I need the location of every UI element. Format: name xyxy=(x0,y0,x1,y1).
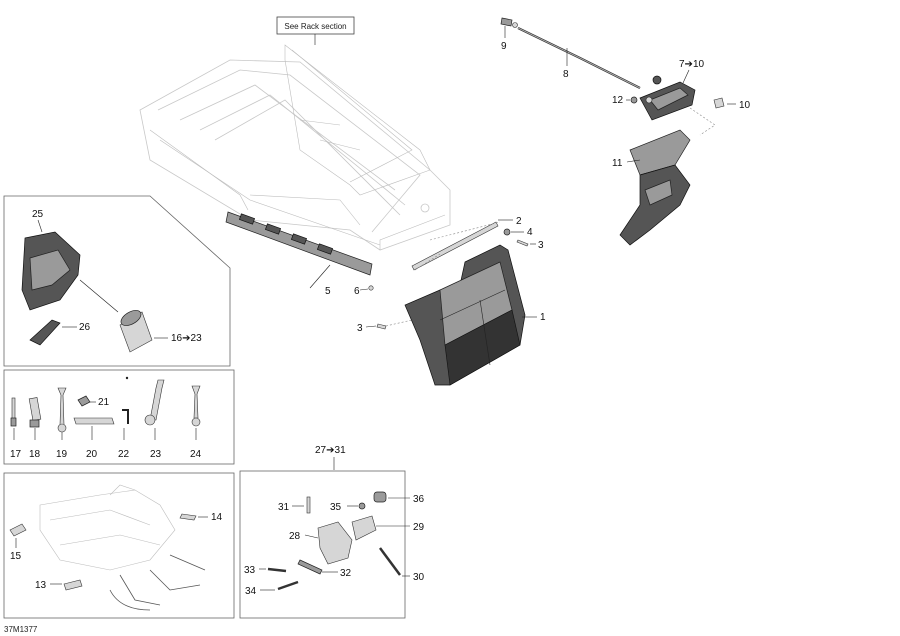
part-36-spacer xyxy=(373,491,387,503)
label-28: 28 xyxy=(289,531,301,542)
part-33-screw xyxy=(267,567,287,573)
part-9-connector xyxy=(500,17,518,28)
label-35: 35 xyxy=(330,502,342,513)
inset-hitch-bracket xyxy=(239,470,406,619)
label-7-10: 7➔10 xyxy=(679,59,705,70)
inset-tools xyxy=(3,369,235,465)
label-6: 6 xyxy=(354,286,360,297)
snowmobile-illustration xyxy=(39,484,206,611)
label-30: 30 xyxy=(413,572,425,583)
part-30-bolt xyxy=(378,547,402,576)
part-cap xyxy=(652,75,662,85)
label-29: 29 xyxy=(413,522,425,533)
part-7-10-taillight xyxy=(639,81,696,121)
inset-toolkit-case xyxy=(3,195,231,367)
label-9: 9 xyxy=(501,41,507,52)
part-22-allen-key xyxy=(122,409,129,424)
part-18-spark-plug-socket xyxy=(28,397,42,428)
part-20-hex-key-pouch xyxy=(73,417,115,425)
label-2: 2 xyxy=(516,216,522,227)
label-11: 11 xyxy=(612,158,623,169)
label-8: 8 xyxy=(563,69,569,80)
label-4: 4 xyxy=(527,227,533,238)
label-12: 12 xyxy=(612,95,624,106)
label-3-upper: 3 xyxy=(538,240,544,251)
part-6-screw xyxy=(368,285,374,291)
label-15: 15 xyxy=(10,551,22,562)
part-4-nut xyxy=(503,228,511,236)
label-27-31: 27➔31 xyxy=(315,445,346,456)
part-23-wrench-tool xyxy=(144,379,165,426)
label-19: 19 xyxy=(56,449,68,460)
part-3-screw-lower xyxy=(376,323,387,330)
label-18: 18 xyxy=(29,449,41,460)
label-33: 33 xyxy=(244,565,256,576)
label-32: 32 xyxy=(340,568,352,579)
label-14: 14 xyxy=(211,512,223,523)
part-31-pin xyxy=(306,496,311,514)
part-25-tool-pouch xyxy=(21,231,81,311)
leader-pouch-to-canister xyxy=(79,279,119,313)
label-31: 31 xyxy=(278,502,290,513)
part-5-side-plate xyxy=(225,211,373,276)
figure-code: 37M1377 xyxy=(4,625,38,634)
part-32-strap xyxy=(297,559,323,575)
part-34-screw xyxy=(277,580,299,591)
part-12-grommet xyxy=(630,96,638,104)
part-11-light-bracket xyxy=(619,129,691,246)
part-1-storage-bag xyxy=(404,244,526,386)
part-26-strap xyxy=(29,319,61,346)
part-15-reflector xyxy=(9,523,27,537)
part-21-clip xyxy=(77,395,91,407)
inset-snowmobile xyxy=(3,472,235,619)
label-10: 10 xyxy=(739,100,751,111)
part-19-wrench xyxy=(57,387,67,433)
label-25: 25 xyxy=(32,209,44,220)
part-3-screw-upper xyxy=(516,239,529,247)
part-13-decal xyxy=(63,579,83,591)
part-14-reflector xyxy=(179,513,197,521)
part-2-mounting-strip xyxy=(411,221,501,271)
label-17: 17 xyxy=(10,449,22,460)
label-1: 1 xyxy=(540,312,546,323)
label-21: 21 xyxy=(98,397,110,408)
see-rack-section-reference: See Rack section xyxy=(276,16,355,45)
label-13: 13 xyxy=(35,580,47,591)
part-17-screwdriver xyxy=(10,397,17,427)
label-26: 26 xyxy=(79,322,91,333)
part-29-bracket xyxy=(351,515,377,541)
label-16-23: 16➔23 xyxy=(171,333,202,344)
label-3-lower: 3 xyxy=(357,323,363,334)
label-5: 5 xyxy=(325,286,331,297)
part-10-bulb xyxy=(713,97,725,109)
rack-ghost-illustration xyxy=(139,44,451,251)
label-23: 23 xyxy=(150,449,162,460)
label-20: 20 xyxy=(86,449,98,460)
part-28-plate xyxy=(317,521,353,565)
label-24: 24 xyxy=(190,449,202,460)
label-34: 34 xyxy=(245,586,257,597)
label-36: 36 xyxy=(413,494,425,505)
reference-text: See Rack section xyxy=(284,22,346,31)
part-35-nut xyxy=(358,502,366,510)
part-16-23-tool-canister xyxy=(119,310,153,353)
label-22: 22 xyxy=(118,449,130,460)
part-24-open-wrench xyxy=(191,385,201,427)
